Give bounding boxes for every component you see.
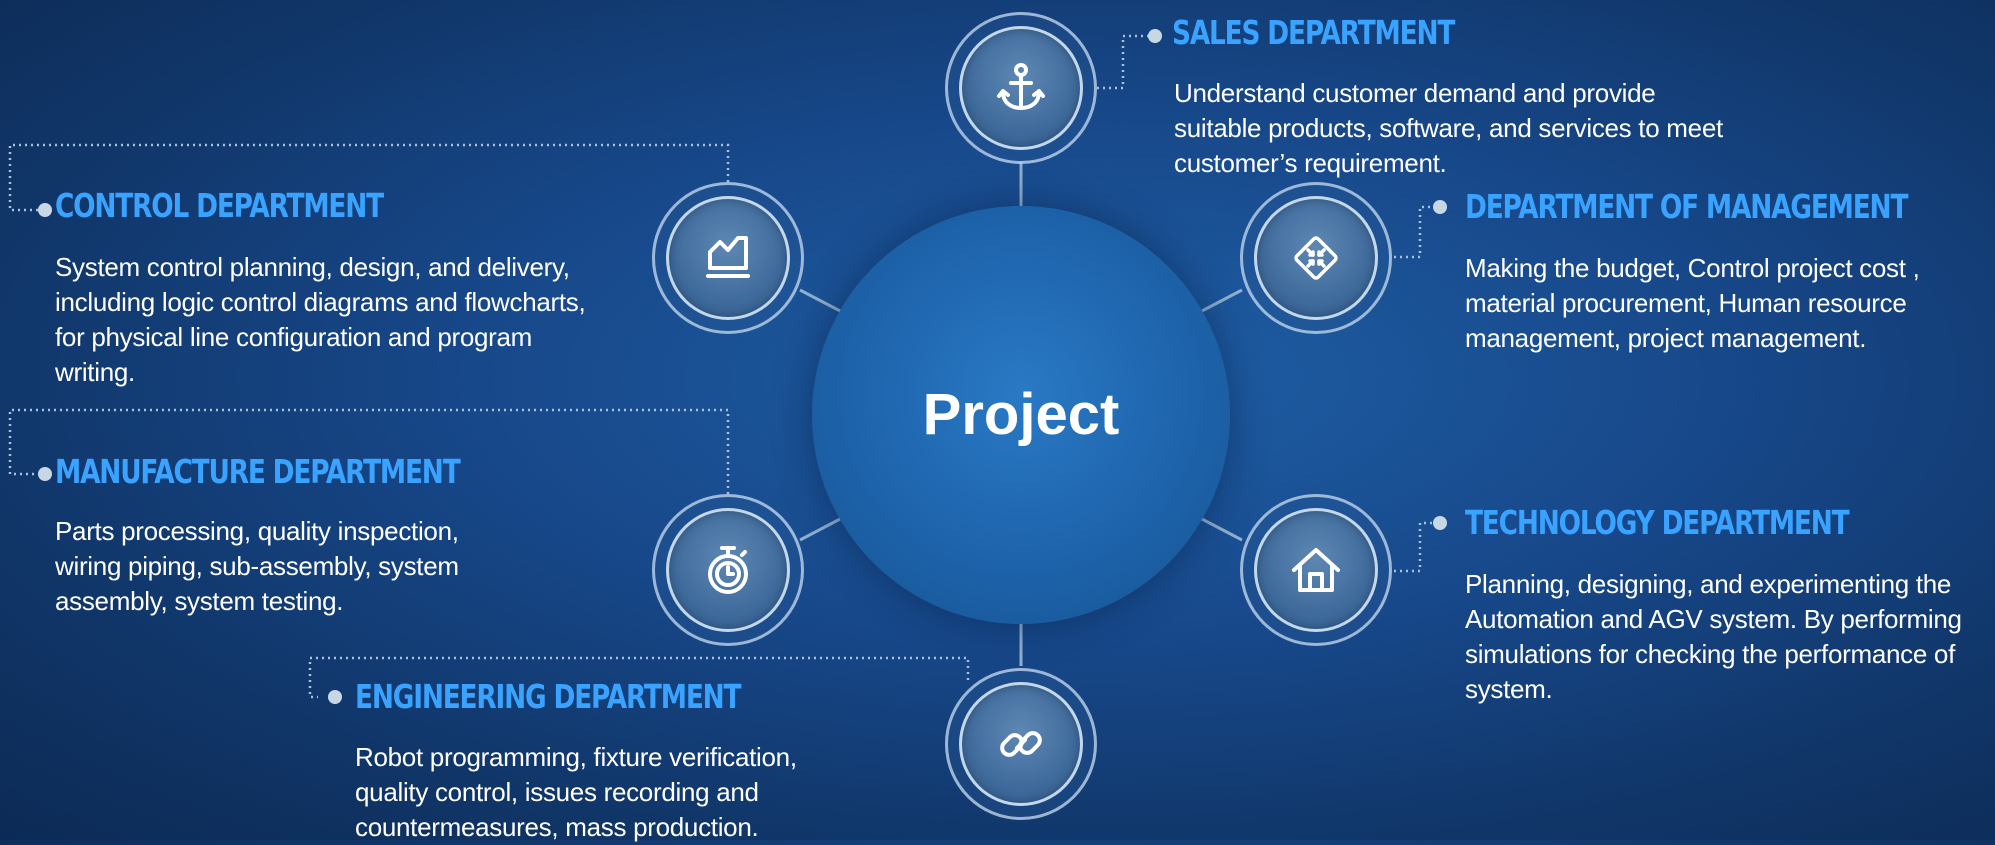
dot-engineering [328, 690, 342, 704]
compress-arrows-icon [1294, 236, 1338, 280]
chain-link-icon [1000, 731, 1042, 757]
leader-sales [1097, 34, 1150, 90]
stopwatch-icon [708, 546, 748, 594]
hub-label: Project [922, 381, 1120, 447]
dot-management [1433, 200, 1447, 214]
spoke-management [1199, 288, 1243, 314]
area-chart-icon [706, 236, 750, 278]
leader-technology [1394, 521, 1432, 573]
title-engineering: ENGINEERING DEPARTMENT [355, 677, 742, 716]
node-technology [1240, 494, 1392, 646]
title-manufacture: MANUFACTURE DEPARTMENT [55, 452, 461, 491]
node-control [652, 182, 804, 334]
desc-control: System control planning, design, and del… [55, 252, 586, 387]
spoke-manufacture [799, 516, 843, 542]
leader-engineering [308, 656, 970, 699]
spoke-control [799, 288, 843, 314]
leader-control [8, 143, 730, 212]
dot-technology [1433, 516, 1447, 530]
leader-management [1394, 205, 1432, 259]
desc-management: Making the budget, Control project cost … [1465, 253, 1920, 353]
dot-manufacture [38, 467, 52, 481]
title-control: CONTROL DEPARTMENT [55, 186, 384, 225]
dot-sales [1148, 29, 1162, 43]
desc-engineering: Robot programming, fixture verification,… [355, 742, 797, 842]
project-hub: Project [812, 206, 1230, 624]
title-technology: TECHNOLOGY DEPARTMENT [1465, 503, 1850, 542]
desc-technology: Planning, designing, and experimenting t… [1465, 569, 1962, 704]
title-management: DEPARTMENT OF MANAGEMENT [1465, 187, 1908, 226]
dot-control [38, 203, 52, 217]
node-manufacture [652, 494, 804, 646]
node-engineering [945, 668, 1097, 820]
title-sales: SALES DEPARTMENT [1172, 13, 1455, 52]
spoke-technology [1199, 516, 1243, 542]
leader-manufacture [8, 408, 730, 494]
desc-sales: Understand customer demand and provide s… [1174, 78, 1723, 178]
node-management [1240, 182, 1392, 334]
home-icon [1292, 548, 1340, 592]
node-sales [945, 12, 1097, 164]
anchor-icon [997, 63, 1045, 110]
desc-manufacture: Parts processing, quality inspection, wi… [55, 516, 459, 616]
